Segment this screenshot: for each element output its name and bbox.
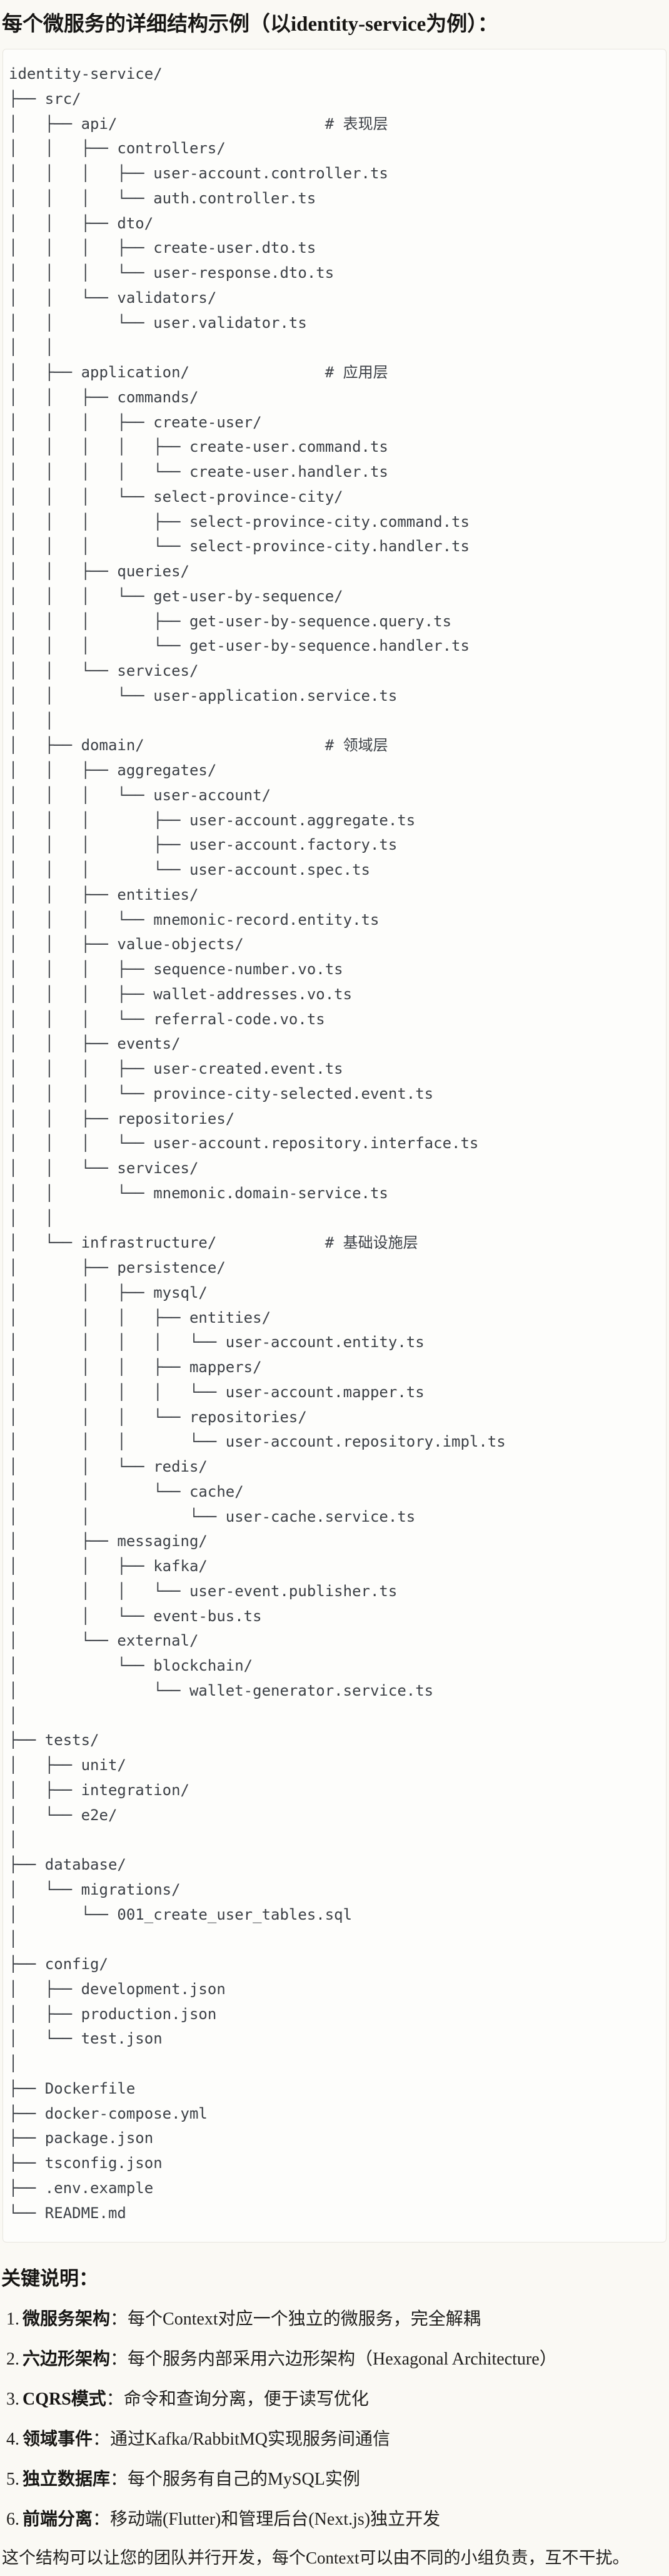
note-colon: ： [110,2309,128,2329]
note-label: 微服务架构 [23,2309,111,2329]
notes-list: 1.微服务架构：每个Context对应一个独立的微服务，完全解耦 2.六边形架构… [0,2307,669,2532]
note-description: 每个服务有自己的MySQL实例 [128,2470,360,2490]
note-number: 2. [6,2349,19,2370]
note-colon: ： [110,2470,128,2490]
note-description: 通过Kafka/RabbitMQ实现服务间通信 [110,2430,390,2450]
note-number: 4. [6,2430,19,2450]
note-description: 每个服务内部采用六边形架构（Hexagonal Architecture） [128,2349,557,2370]
note-colon: ： [110,2349,128,2370]
note-colon: ： [106,2390,124,2410]
note-description: 移动端(Flutter)和管理后台(Next.js)独立开发 [110,2510,441,2530]
directory-tree: identity-service/ ├── src/ │ ├── api/ # … [9,65,506,2222]
note-label: 领域事件 [23,2430,93,2450]
closing-paragraph: 这个结构可以让您的团队并行开发，每个Context可以由不同的小组负责，互不干扰… [2,2548,630,2568]
note-number: 3. [6,2390,19,2410]
note-label: 前端分离 [23,2510,93,2530]
note-item: 5.独立数据库：每个服务有自己的MySQL实例 [6,2467,669,2492]
note-description: 每个Context对应一个独立的微服务，完全解耦 [128,2309,481,2329]
note-label: CQRS模式 [23,2390,106,2410]
note-label: 独立数据库 [23,2470,111,2490]
note-number: 6. [6,2510,19,2530]
note-item: 1.微服务架构：每个Context对应一个独立的微服务，完全解耦 [6,2307,669,2332]
code-block: identity-service/ ├── src/ │ ├── api/ # … [3,49,666,2243]
note-item: 2.六边形架构：每个服务内部采用六边形架构（Hexagonal Architec… [6,2347,669,2372]
note-colon: ： [93,2510,111,2530]
page-title: 每个微服务的详细结构示例（以identity-service为例）： [2,13,498,36]
note-number: 5. [6,2470,19,2490]
note-number: 1. [6,2309,19,2329]
note-colon: ： [93,2430,111,2450]
note-item: 4.领域事件：通过Kafka/RabbitMQ实现服务间通信 [6,2427,669,2452]
note-label: 六边形架构 [23,2349,111,2370]
notes-heading: 关键说明： [1,2268,98,2290]
note-description: 命令和查询分离，便于读写优化 [123,2390,369,2410]
note-item: 3.CQRS模式：命令和查询分离，便于读写优化 [6,2387,669,2412]
note-item: 6.前端分离：移动端(Flutter)和管理后台(Next.js)独立开发 [6,2507,669,2532]
